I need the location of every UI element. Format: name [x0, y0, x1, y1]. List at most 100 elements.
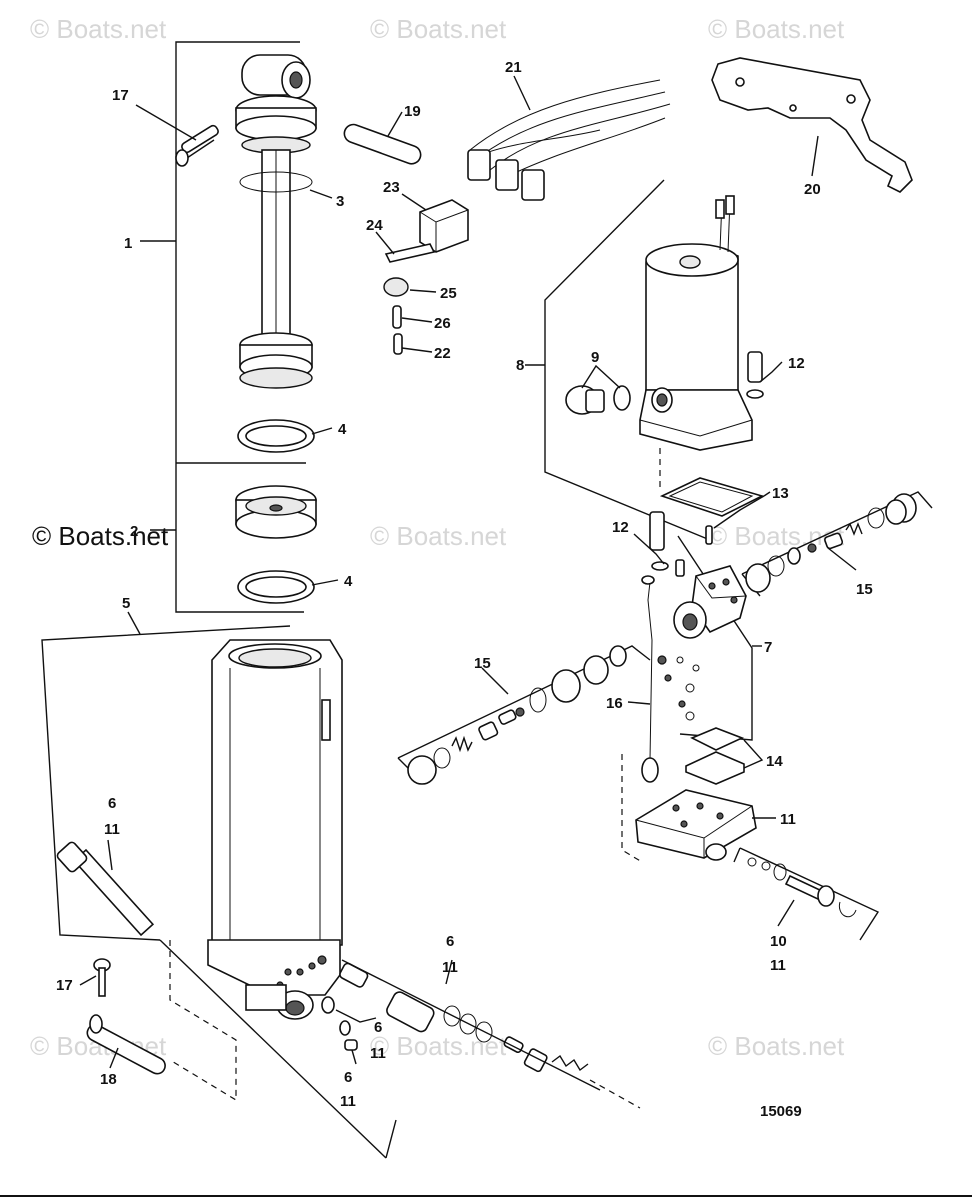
leader-6d — [351, 1049, 357, 1065]
leader-15a — [827, 547, 857, 571]
dashed-guide-valve — [589, 1079, 641, 1109]
leader-25 — [409, 289, 437, 293]
leader-13b — [763, 491, 771, 497]
callout-4-upper: 4 — [338, 421, 347, 438]
bracket-24-part — [384, 243, 436, 263]
ground-wire-16-part — [641, 575, 659, 783]
figure-number: 15069 — [760, 1103, 802, 1120]
callouts: 1 2 3 4 4 5 6 11 6 11 6 11 6 11 7 8 9 10… — [56, 59, 873, 1120]
callout-20: 20 — [804, 181, 821, 198]
callout-15-left: 15 — [474, 655, 491, 672]
callout-11-valve: 11 — [770, 957, 786, 974]
callout-3: 3 — [336, 193, 344, 210]
leader-3 — [309, 189, 333, 199]
manifold-11-part — [635, 789, 757, 861]
screw-22-part — [393, 333, 403, 355]
gasket-13-part — [659, 477, 765, 545]
callout-6-spacer: 6 — [344, 1069, 352, 1086]
plug-9-part — [565, 385, 631, 415]
leader-valve-stack — [341, 959, 601, 1091]
screws-12-upper-part — [746, 351, 764, 399]
bracket-5 — [41, 611, 291, 941]
relay-23-part — [419, 199, 469, 253]
callout-8: 8 — [516, 357, 524, 374]
callout-6-washer: 6 — [374, 1019, 382, 1036]
watermark-top-right: © Boats.net — [708, 14, 845, 44]
pump-7-part — [657, 565, 747, 721]
leader-24 — [375, 231, 395, 255]
callout-17-upper: 17 — [112, 87, 129, 104]
seal-14-part — [685, 727, 745, 785]
watermark-top-center: © Boats.net — [370, 14, 507, 44]
callout-24: 24 — [366, 217, 383, 234]
dashed-guide-18 — [169, 940, 237, 1102]
leader-13 — [713, 495, 765, 529]
callout-10: 10 — [770, 933, 787, 950]
callout-11-manifold: 11 — [780, 811, 796, 828]
leader-14 — [743, 739, 764, 769]
callout-25: 25 — [440, 285, 457, 302]
leader-21 — [513, 75, 531, 111]
callout-21: 21 — [505, 59, 522, 76]
ring-4-lower-part — [237, 570, 315, 604]
callout-4-lower: 4 — [344, 573, 353, 590]
callout-11-spacer: 11 — [340, 1093, 356, 1110]
pin-17-upper-part — [175, 124, 219, 167]
screws-12-lower-part — [649, 511, 685, 577]
callout-19: 19 — [404, 103, 421, 120]
callout-6-left: 6 — [108, 795, 116, 812]
callout-26: 26 — [434, 315, 451, 332]
leader-22 — [401, 347, 433, 353]
grommet-25-part — [383, 277, 409, 297]
pin-19-part — [343, 123, 422, 165]
callout-1: 1 — [124, 235, 132, 252]
leader-20 — [811, 135, 819, 177]
watermark-top-left: © Boats.net — [30, 14, 167, 44]
leader-17b — [79, 975, 97, 986]
leader-12b — [633, 533, 665, 565]
valve-10-11-part — [733, 847, 880, 941]
leader-15b — [481, 667, 509, 695]
leader-6-11-center — [445, 959, 453, 985]
motor-8-part — [639, 195, 753, 451]
callout-23: 23 — [383, 179, 400, 196]
leader-6-bottom — [385, 1119, 397, 1159]
leader-17a — [135, 104, 197, 141]
bracket-1-2 — [140, 41, 306, 613]
harness-21-part — [467, 79, 671, 201]
callout-2: 2 — [130, 523, 138, 540]
callout-18: 18 — [100, 1071, 117, 1088]
callout-12-upper: 12 — [788, 355, 805, 372]
leader-4a — [311, 427, 333, 435]
callout-9: 9 — [591, 349, 599, 366]
leader-23 — [401, 193, 427, 211]
callout-15-right: 15 — [856, 581, 873, 598]
watermark-mid-center: © Boats.net — [370, 521, 507, 551]
leader-18 — [109, 1047, 119, 1069]
bracket-20-part — [711, 57, 913, 193]
leader-26 — [401, 317, 433, 323]
piston-2-part — [235, 485, 317, 539]
small-washers-6-part — [321, 996, 358, 1051]
ram-rod-part — [235, 54, 317, 389]
leader-12a — [759, 361, 783, 383]
bracket-8 — [525, 179, 711, 541]
watermark-bottom-center: © Boats.net — [370, 1031, 507, 1061]
callout-12-lower: 12 — [612, 519, 629, 536]
callout-14: 14 — [766, 753, 783, 770]
watermark-bottom-right: © Boats.net — [708, 1031, 845, 1061]
pin-17-lower-part — [93, 958, 111, 997]
callout-22: 22 — [434, 345, 451, 362]
ring-4-upper-part — [237, 419, 315, 453]
leader-16 — [627, 701, 651, 705]
leader-10-11 — [777, 899, 795, 927]
valve-15-lower-part — [397, 645, 651, 785]
callout-16: 16 — [606, 695, 623, 712]
callout-11-left: 11 — [104, 821, 120, 838]
callout-11-center: 11 — [442, 959, 458, 976]
pin-18-part — [86, 1014, 166, 1075]
valve-15-upper-part — [741, 491, 933, 597]
callout-6-center: 6 — [446, 933, 454, 950]
watermarks: © Boats.net © Boats.net © Boats.net © Bo… — [30, 14, 845, 1061]
